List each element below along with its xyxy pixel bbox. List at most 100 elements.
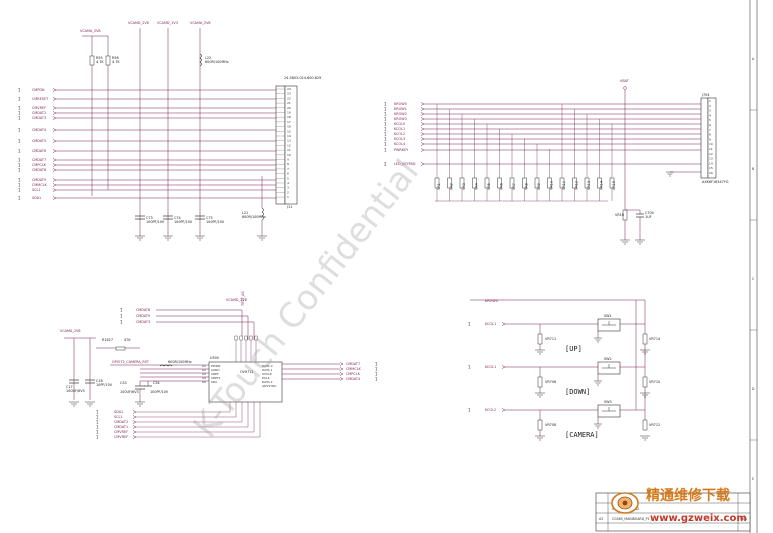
net-label: CMDAT2: [32, 111, 46, 115]
net-label: VCAMA_2V8: [80, 29, 101, 33]
net-label: VCAMD_1V3: [157, 21, 178, 25]
logo-url: www.gzweix.com: [650, 513, 747, 524]
resistor-symbol: [89, 55, 95, 66]
connector-pin-number: 11: [287, 148, 291, 152]
pin-marker: 1: [375, 367, 378, 372]
net-label: SCL1: [114, 415, 123, 419]
part-ref: VR3: [462, 183, 466, 190]
net-label: KROW2: [394, 112, 407, 116]
connector-pin-number: 18: [287, 115, 291, 119]
pin-marker: 1: [375, 377, 378, 382]
varistor-symbol: [642, 376, 648, 388]
pin-marker: 1: [18, 168, 21, 173]
chip-pin-name: DATA 0: [262, 364, 273, 368]
part-ref: C18: [96, 379, 103, 383]
net-label: SDA1: [32, 196, 41, 200]
net-label: CMDAT6: [32, 149, 46, 153]
connector-pin-number: 4: [287, 181, 289, 185]
net-label: SCL1: [32, 188, 41, 192]
net-label: KCOL2: [394, 132, 405, 136]
net-label: KROW0: [485, 299, 498, 303]
inductor-symbol: [159, 364, 173, 367]
part-ref: VR714: [649, 337, 660, 341]
net-label: KCOL1: [394, 127, 405, 131]
varistor-symbol: [537, 419, 543, 431]
inductor-symbol: [261, 207, 264, 221]
connector-pin-number: 9: [709, 137, 711, 141]
part-value: 10PF/10V: [96, 383, 113, 387]
sheet-rev: V0.1: [740, 517, 747, 521]
sheet-code: CGS65_MAINBOARD_P1: [612, 517, 650, 521]
pin-marker: 1: [18, 188, 21, 193]
part-ref: L21: [242, 211, 248, 215]
connector-pin-number: 3: [709, 109, 711, 113]
connector-pin-number: 14: [709, 161, 713, 165]
chip-pin-number: A3: [202, 372, 206, 376]
connector-part-number: 24-5803-024-600-829: [284, 76, 321, 80]
net-label: KCOL2: [485, 408, 496, 412]
part-ref: VR710: [649, 380, 660, 384]
net-label: KCOL4: [394, 142, 405, 146]
border-letter: D: [752, 387, 755, 391]
pin-marker: 1: [96, 430, 99, 435]
connector-pin-number: 22: [287, 96, 291, 100]
part-ref: R1627: [102, 338, 113, 342]
pin-marker: 1: [384, 107, 387, 112]
part-ref: VR12: [575, 181, 579, 190]
connector-pin-number: 7: [287, 167, 289, 171]
connector-j704: [700, 97, 709, 179]
chip-pin-name: PCLK: [262, 376, 271, 380]
pin-marker: 1: [384, 117, 387, 122]
pin-marker: 1: [120, 314, 123, 319]
connector-pin-number: 8: [709, 133, 711, 137]
decoupling-caps: C73 100PF/10V C74 100PF/10V C75 100PF/10…: [135, 176, 267, 241]
part-value: 100UF/6V3: [66, 389, 85, 393]
part-ref: VR13: [587, 181, 591, 190]
chip-pin-number: A2: [202, 368, 206, 372]
connector-pin-number: 21: [287, 101, 291, 105]
varistor-symbol: [642, 333, 648, 345]
varistor-symbol: [537, 376, 543, 388]
pin-marker: 1: [96, 435, 99, 440]
connector-pin-number: 13: [287, 139, 291, 143]
camera-connector-block: VCAMA_2V8 VCAMD_2V8 VCAMD_1V3 VCAMA_2V8 …: [18, 21, 321, 241]
pin-marker: 1: [18, 139, 21, 144]
pin-marker: 1: [468, 408, 471, 413]
pin-marker: 1: [120, 308, 123, 313]
connector-ref: J704: [701, 93, 709, 97]
part-ref: C17: [66, 385, 73, 389]
pin-marker: 1: [18, 163, 21, 168]
key-label: [UP]: [565, 345, 582, 353]
connector-pin-number: 24: [287, 87, 291, 91]
connector-pin-number: 3: [287, 186, 289, 190]
connector-part-number: AXK6F16347YG: [702, 180, 729, 184]
part-value: 1UF: [645, 215, 652, 219]
connector-pin-number: 5: [709, 118, 711, 122]
net-label: KCOL0: [394, 122, 405, 126]
inductor-symbol: [199, 53, 202, 67]
pin-marker: 1: [96, 420, 99, 425]
part-value: 100UF/6V3: [120, 390, 139, 394]
part-ref: R56: [112, 56, 119, 60]
switch-ref: SW3: [604, 400, 612, 404]
connector-pin-number: 13: [709, 157, 713, 161]
net-label: VCAMD_2V8: [226, 298, 247, 302]
part-value: 47K: [124, 338, 131, 342]
border-letter: E: [752, 477, 754, 481]
part-value: 4.7K: [96, 60, 104, 64]
net-label: LED_KEYPAD: [394, 162, 416, 166]
part-value: 600R/100MHz: [242, 215, 266, 219]
chip-pin-name: DATA 1: [262, 368, 273, 372]
net-label: CMDAT3: [32, 116, 46, 120]
connector-pin-number: 23: [287, 92, 291, 96]
chip-pin-number: A5: [202, 380, 206, 384]
pin-marker: 1: [18, 158, 21, 163]
part-ref: L22: [205, 56, 211, 60]
net-label: KROW3: [394, 117, 407, 121]
pin-marker: 1: [18, 128, 21, 133]
net-label: KCOL1: [485, 322, 496, 326]
part-ref: C34: [153, 381, 160, 385]
connector-pin-number: 12: [709, 152, 713, 156]
net-label: KCOL3: [394, 137, 405, 141]
net-label: KROW0: [394, 102, 407, 106]
